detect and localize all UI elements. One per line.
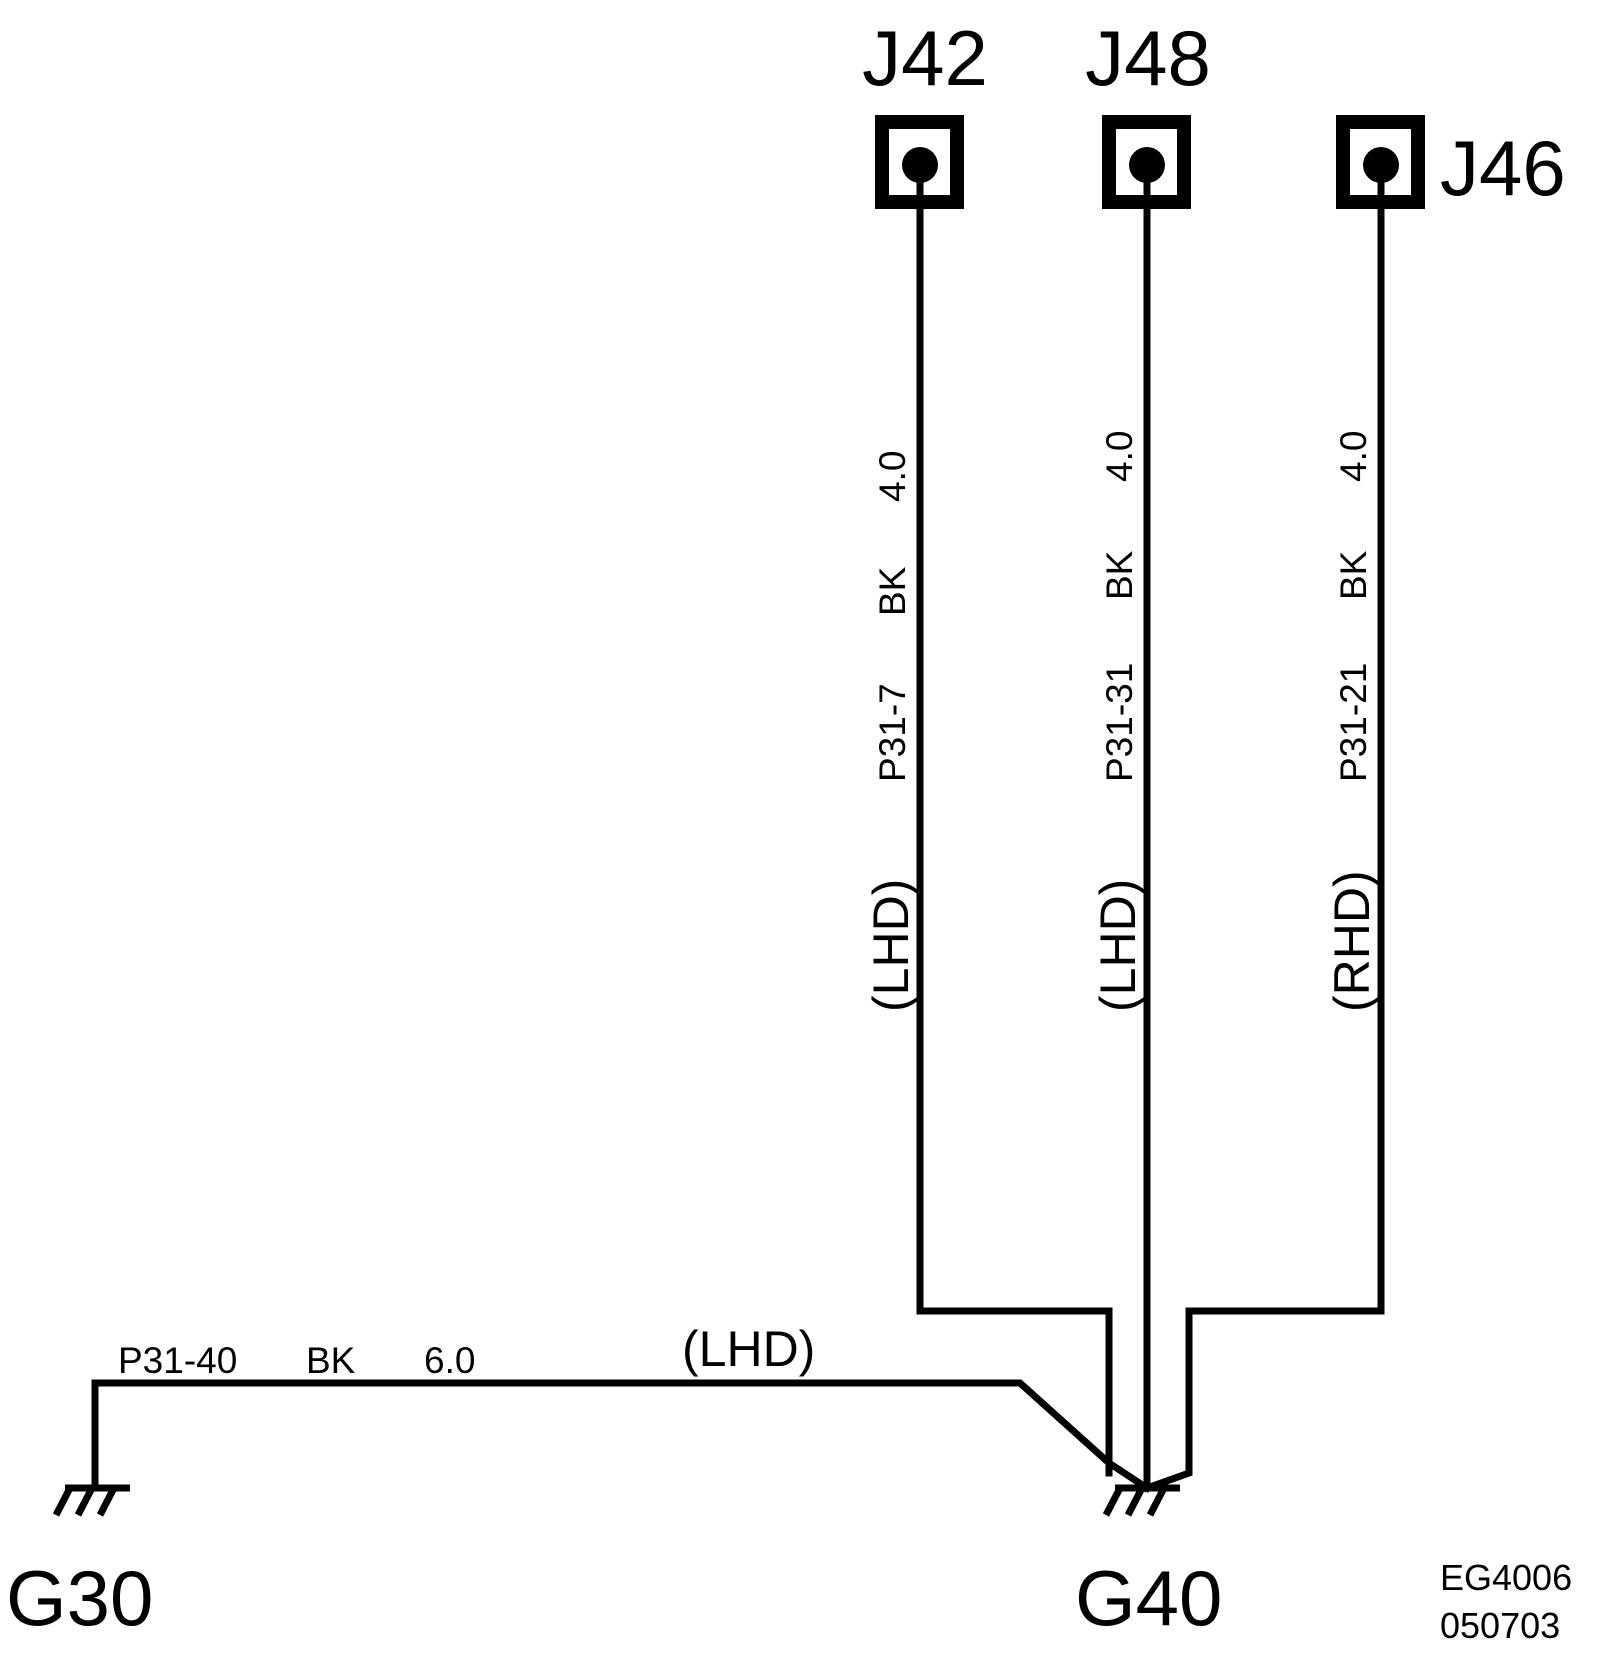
wire-p31-40[interactable] xyxy=(91,1379,1152,1493)
ground-icon xyxy=(1102,1484,1180,1517)
wire-p31-7[interactable] xyxy=(916,161,1113,1477)
wire-p31-7-circuit: P31-7 xyxy=(872,683,913,782)
wire-p31-21-circuit: P31-21 xyxy=(1333,663,1374,782)
ground-label-g40: G40 xyxy=(1075,1554,1222,1642)
wire-p31-31-circuit: P31-31 xyxy=(1099,663,1140,782)
ground-icon xyxy=(52,1484,130,1517)
connector-label-j48: J48 xyxy=(1085,14,1211,102)
wire-p31-31-variant: (LHD) xyxy=(1090,879,1146,1012)
wire-p31-31-color: BK xyxy=(1099,550,1140,600)
wire-p31-40-gauge: 6.0 xyxy=(424,1340,475,1381)
reference-code: EG4006 xyxy=(1440,1557,1572,1598)
wire-p31-21-variant: (RHD) xyxy=(1324,870,1380,1012)
wire-p31-40-circuit: P31-40 xyxy=(118,1340,237,1381)
wire-p31-7-color: BK xyxy=(872,566,913,616)
wire-p31-40-variant: (LHD) xyxy=(682,1321,815,1377)
wire-p31-7-gauge: 4.0 xyxy=(872,451,913,502)
connector-label-j46: J46 xyxy=(1440,124,1566,212)
wire-p31-21-color: BK xyxy=(1333,550,1374,600)
connector-label-j42: J42 xyxy=(862,14,988,102)
wire-p31-7-variant: (LHD) xyxy=(863,879,919,1012)
reference-date: 050703 xyxy=(1440,1605,1560,1646)
wire-p31-21[interactable] xyxy=(1142,161,1385,1493)
wire-p31-31-gauge: 4.0 xyxy=(1099,431,1140,482)
wire-p31-40-color: BK xyxy=(306,1340,356,1381)
wire-p31-21-gauge: 4.0 xyxy=(1333,431,1374,482)
ground-label-g30: G30 xyxy=(6,1554,153,1642)
